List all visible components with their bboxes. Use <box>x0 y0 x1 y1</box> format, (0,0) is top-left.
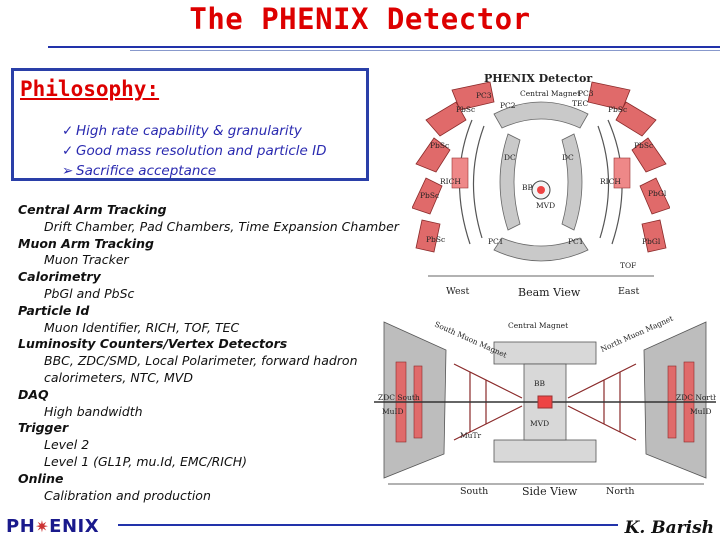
label-bb-side: BB <box>534 379 546 388</box>
outline-heading: Calorimetry <box>18 269 101 285</box>
title-underline <box>48 46 720 48</box>
outline-heading: Particle Id <box>18 302 90 318</box>
beam-view-title: PHENIX Detector <box>484 72 592 85</box>
label-mvd: MVD <box>536 201 555 210</box>
phenix-logo: PH✷ENIX <box>6 516 100 537</box>
philosophy-heading: Philosophy: <box>20 77 160 101</box>
check-icon: ✓ <box>62 123 74 139</box>
label-dc: DC <box>504 153 516 162</box>
outline-line: Muon Tracker <box>44 252 129 268</box>
philosophy-list: ✓High rate capability & granularity ✓Goo… <box>62 121 327 181</box>
outline-line: PbGl and PbSc <box>44 285 135 301</box>
philosophy-item: ✓Good mass resolution and particle ID <box>62 143 327 159</box>
label-zdc-north: ZDC North <box>676 393 716 402</box>
label-mvd-side: MVD <box>530 419 549 428</box>
label-pbsc: PbSc <box>426 235 445 244</box>
outline-heading: Central Arm Tracking <box>18 202 167 217</box>
outline-heading: Luminosity Counters/Vertex Detectors <box>18 336 288 352</box>
label-pbgl: PbGl <box>648 189 667 198</box>
label-mutr: MuTr <box>460 431 482 440</box>
label-pbsc: PbSc <box>634 141 653 150</box>
label-south: South <box>460 486 488 497</box>
label-pc3-east: PC3 <box>578 89 594 98</box>
title-underline-thin <box>130 50 720 51</box>
outline-line: Muon Identifier, RICH, TOF, TEC <box>44 319 240 335</box>
side-view-diagram: South Muon Magnet Central Magnet North M… <box>374 302 716 498</box>
page-title: The PHENIX Detector <box>189 2 531 36</box>
label-pc1: PC1 <box>568 237 584 246</box>
outline-line: Level 1 (GL1P, mu.Id, EMC/RICH) <box>44 453 247 469</box>
beam-view-caption: Beam View <box>518 286 581 299</box>
collision-point <box>537 186 545 194</box>
outline-line: Drift Chamber, Pad Chambers, Time Expans… <box>44 218 399 234</box>
subsystem-outline: Central Arm Tracking Drift Chamber, Pad … <box>18 202 438 504</box>
rich-shapes <box>451 157 631 189</box>
outline-heading: DAQ <box>18 386 49 402</box>
label-pc2: PC2 <box>500 101 516 110</box>
outline-line: High bandwidth <box>44 403 143 419</box>
label-central-magnet: Central Magnet <box>520 89 580 98</box>
outline-line: Level 2 <box>44 437 90 453</box>
label-tec: TEC <box>572 99 588 108</box>
label-pbsc: PbSc <box>456 105 475 114</box>
arrow-bullet-icon: ➢ <box>62 163 74 179</box>
side-view-caption: Side View <box>522 485 578 498</box>
author-name: K. Barish <box>624 518 714 538</box>
philosophy-item: ➢Sacrifice acceptance <box>62 163 217 179</box>
label-central-magnet-side: Central Magnet <box>508 321 568 330</box>
outline-line: BBC, ZDC/SMD, Local Polarimeter, forward… <box>44 353 358 369</box>
central-magnet-shape <box>493 101 589 262</box>
label-pbsc: PbSc <box>608 105 627 114</box>
footer-rule <box>118 524 618 526</box>
label-north: North <box>606 486 635 497</box>
label-west: West <box>446 286 469 297</box>
label-zdc-south: ZDC South <box>378 393 420 402</box>
outline-heading: Muon Arm Tracking <box>18 235 154 251</box>
east-calorimeter <box>587 81 670 253</box>
label-dc: DC <box>562 153 574 162</box>
outline-line: Calibration and production <box>44 487 211 503</box>
outline-heading: Trigger <box>18 420 69 436</box>
label-pc1: PC1 <box>488 237 504 246</box>
west-calorimeter <box>412 81 495 253</box>
star-icon: ✷ <box>35 517 50 536</box>
check-icon: ✓ <box>62 143 74 159</box>
vertex-region <box>537 395 553 409</box>
label-muid: MuID <box>382 407 404 416</box>
beam-view-diagram: PHENIX Detector PC3 PC2 Central Magne <box>412 68 670 300</box>
philosophy-box: Philosophy: ✓High rate capability & gran… <box>11 68 369 181</box>
label-pbsc: PbSc <box>430 141 449 150</box>
outline-line: calorimeters, NTC, MVD <box>44 369 193 385</box>
outline-heading: Online <box>18 470 64 486</box>
label-pc3: PC3 <box>476 91 492 100</box>
philosophy-item: ✓High rate capability & granularity <box>62 123 302 139</box>
label-rich: RICH <box>440 177 461 186</box>
label-bb: BB <box>522 183 534 192</box>
label-muid: MuID <box>690 407 712 416</box>
label-tof: TOF <box>620 261 636 270</box>
label-rich: RICH <box>600 177 621 186</box>
label-pbsc: PbSc <box>420 191 439 200</box>
label-pbgl: PbGl <box>642 237 661 246</box>
label-east: East <box>618 286 639 297</box>
